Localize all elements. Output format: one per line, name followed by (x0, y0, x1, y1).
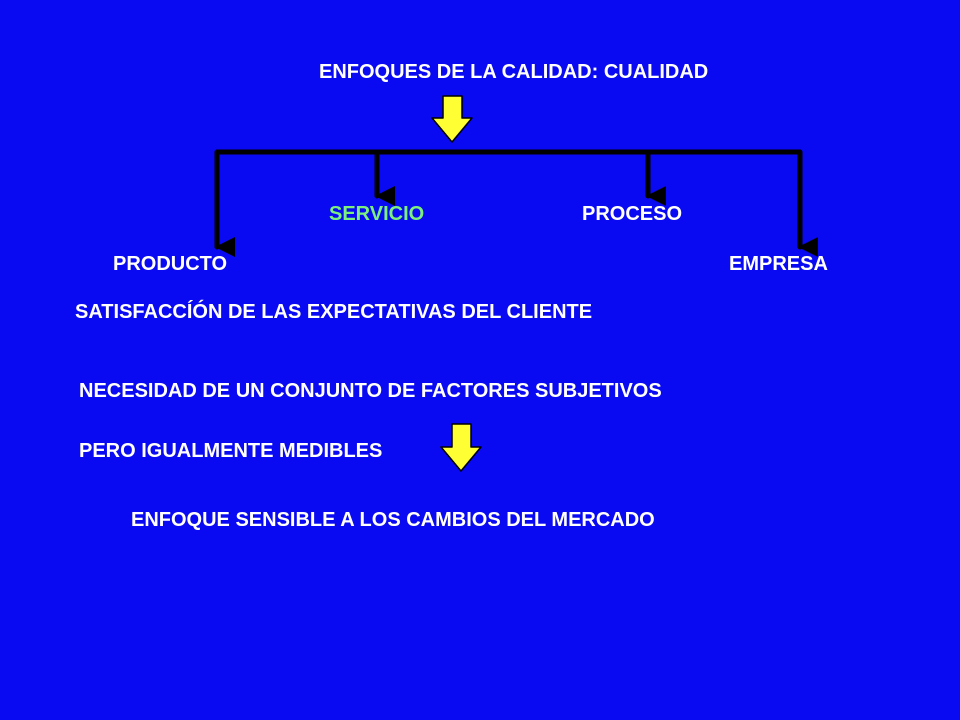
necessity-line-1: NECESIDAD DE UN CONJUNTO DE FACTORES SUB… (79, 380, 662, 402)
necessity-line-2: PERO IGUALMENTE MEDIBLES (79, 440, 383, 462)
branch-proceso: PROCESO (582, 203, 683, 225)
branch-empresa: EMPRESA (729, 253, 828, 275)
connector-bar (214, 149, 818, 257)
conclusion-statement: ENFOQUE SENSIBLE A LOS CAMBIOS DEL MERCA… (131, 509, 655, 531)
necessity-statement: NECESIDAD DE UN CONJUNTO DE FACTORES SUB… (79, 346, 662, 496)
branch-producto: PRODUCTO (113, 253, 228, 275)
branch-servicio: SERVICIO (329, 203, 425, 225)
satisfaction-statement: SATISFACCÍÓN DE LAS EXPECTATIVAS DEL CLI… (75, 301, 593, 323)
slide-title: ENFOQUES DE LA CALIDAD: CUALIDAD (319, 61, 709, 83)
top-down-arrow-icon (431, 95, 473, 143)
bottom-down-arrow-icon (440, 423, 482, 472)
branch-connector (214, 149, 818, 257)
